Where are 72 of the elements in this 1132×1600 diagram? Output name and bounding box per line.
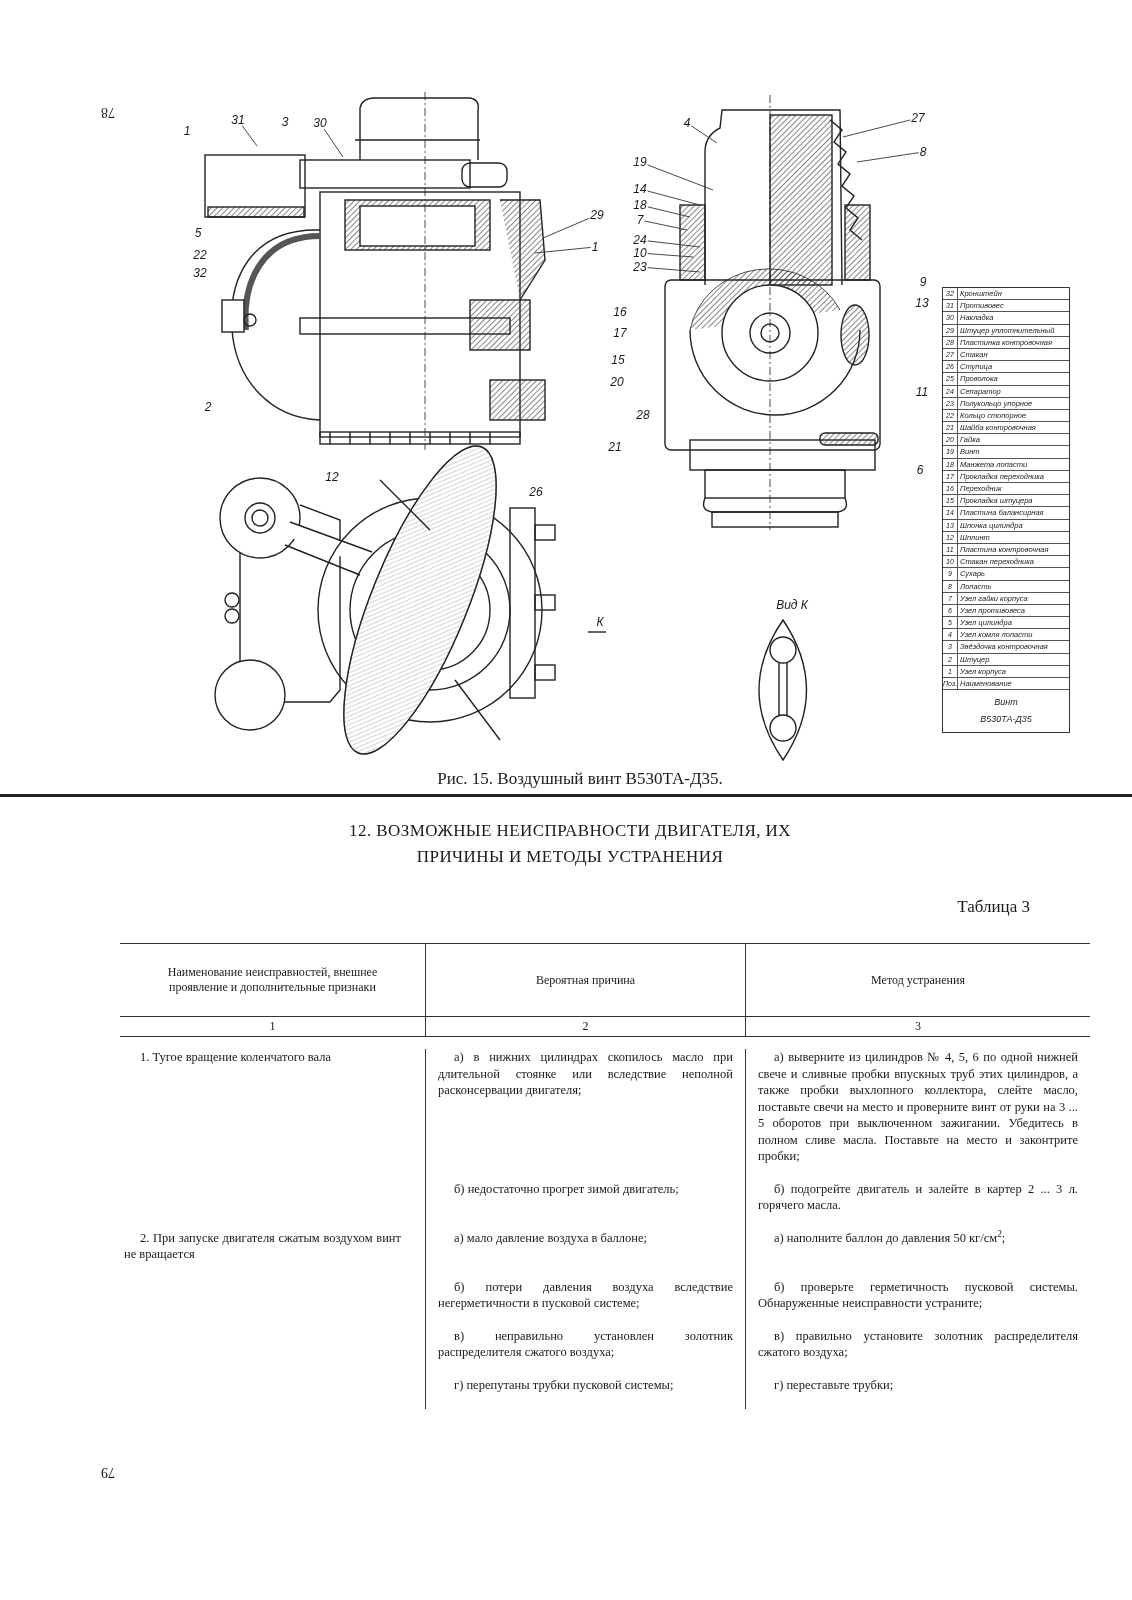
leader-line [647, 206, 691, 218]
hub-front-section-drawing [664, 94, 881, 531]
table-header-cell-text: Наименование неисправностей, внешнее проявление и дополнительные признаки [166, 965, 379, 995]
callout-number: 22 [193, 249, 207, 261]
leader-line [647, 164, 714, 191]
callout-number: 17 [613, 327, 627, 339]
callout-number: 24 [632, 234, 648, 246]
callout-number: 19 [632, 156, 648, 168]
table-cell: а) в нижних цилиндрах скопилось масло при длительной стоянке или вследствие неполной расконсервации двигателя; [438, 1049, 733, 1099]
leader-line [643, 220, 688, 231]
callout-number: 18 [632, 199, 648, 211]
table-cell-text: б) недостаточно прогрет зимой двигатель; [453, 1180, 680, 1197]
view-label: Вид К [776, 599, 808, 611]
table-cell: в) неправильно установлен золотник распределителя сжатого воздуха; [438, 1327, 733, 1361]
callout-number: 8 [918, 146, 928, 158]
table-cell: 2. При запуске двигателя сжатым воздухом винт не вращается [124, 1229, 401, 1263]
table-cell-text: г) переставьте трубки; [773, 1376, 895, 1393]
table-cell: Винт [994, 698, 1018, 708]
callout-number: 27 [910, 112, 926, 124]
callout-number: 12 [325, 471, 339, 483]
table-header-cell: Метод устранения [871, 972, 965, 988]
table-cell: в) правильно установите золотник распределителя сжатого воздуха; [758, 1327, 1078, 1361]
callout-number: 10 [632, 247, 648, 259]
callout-number: 23 [632, 261, 648, 273]
section-heading: 12. ВОЗМОЖНЫЕ НЕИСПРАВНОСТИ ДВИГАТЕЛЯ, ИХ ПРИЧИНЫ И МЕТОДЫ УСТРАНЕНИЯ [348, 820, 792, 868]
callout-number: 21 [608, 441, 622, 453]
table-cell-text: г) перепутаны трубки пусковой системы; [453, 1376, 675, 1393]
table-header-cell: 2 [582, 1019, 589, 1034]
table-cell-text: 1. Тугое вращение коленчатого вала [139, 1049, 332, 1066]
callout-number: 1 [590, 241, 600, 253]
table-number: Таблица 3 [956, 898, 1030, 915]
callout-number: 13 [915, 297, 929, 309]
table-cell: б) подогрейте двигатель и залейте в картер 2 ... 3 л. горячего масла. [758, 1180, 1078, 1214]
leader-line [647, 190, 701, 206]
callout-number: 7 [635, 214, 645, 226]
table-cell: б) проверьте герметичность пусковой системы. Обнаруженные неисправности устраните; [758, 1278, 1078, 1312]
leader-line [647, 253, 694, 258]
callout-number: 9 [919, 276, 927, 288]
callout-number: К [596, 616, 604, 628]
page-number: 79 [101, 1465, 115, 1479]
table-cell: В530ТА-Д35 [980, 715, 1032, 725]
leader-line [690, 125, 718, 144]
leader-line [241, 125, 258, 147]
table-header-cell: 1 [269, 1019, 276, 1034]
page-number: 78 [101, 105, 115, 119]
callout-number: 15 [611, 354, 625, 366]
callout-number: 29 [589, 209, 605, 221]
leader-line [647, 267, 701, 273]
callout-number: 6 [916, 464, 924, 476]
table-cell: б) потери давления воздуха вследствие негерметичности в пусковой системе; [438, 1278, 733, 1312]
callout-number: 1 [183, 125, 191, 137]
callout-number: 28 [636, 409, 650, 421]
table-cell-text: а) мало давление воздуха в баллоне; [453, 1229, 649, 1246]
callout-number: 11 [915, 386, 929, 398]
leader-line [542, 217, 590, 239]
table-header-cell: Вероятная причина [535, 972, 636, 988]
callout-number: 26 [529, 486, 543, 498]
callout-number: 2 [204, 401, 212, 413]
callout-number: 16 [613, 306, 627, 318]
callout-number: 3 [281, 116, 289, 128]
table-header-cell: 3 [915, 1019, 921, 1034]
table-cell-text: а) наполните баллон до давления 50 кг/см$^{2}$; [773, 1229, 1007, 1246]
leader-line [647, 240, 701, 248]
leader-line [534, 247, 592, 254]
leader-line [323, 128, 344, 158]
leader-line [856, 152, 920, 163]
callout-number: 32 [193, 267, 207, 279]
table-cell: а) выверните из цилиндров № 4, 5, 6 по одной нижней свече и сливные пробки впускных труб этих цилиндров, а также пробки выхлопного коллектора, слейте масло, поставьте свечи на место и проверните винт от руки на 3 ... 5 оборотов при выключенном зажигании. Убедитесь в полном сливе масла. Поставьте на место и законтрите пробки; [758, 1049, 1078, 1165]
callout-number: 14 [632, 183, 648, 195]
leader-line [842, 119, 911, 138]
figure-caption: Рис. 15. Воздушный винт В530ТА-Д35. [436, 768, 724, 790]
callout-number: 20 [610, 376, 624, 388]
